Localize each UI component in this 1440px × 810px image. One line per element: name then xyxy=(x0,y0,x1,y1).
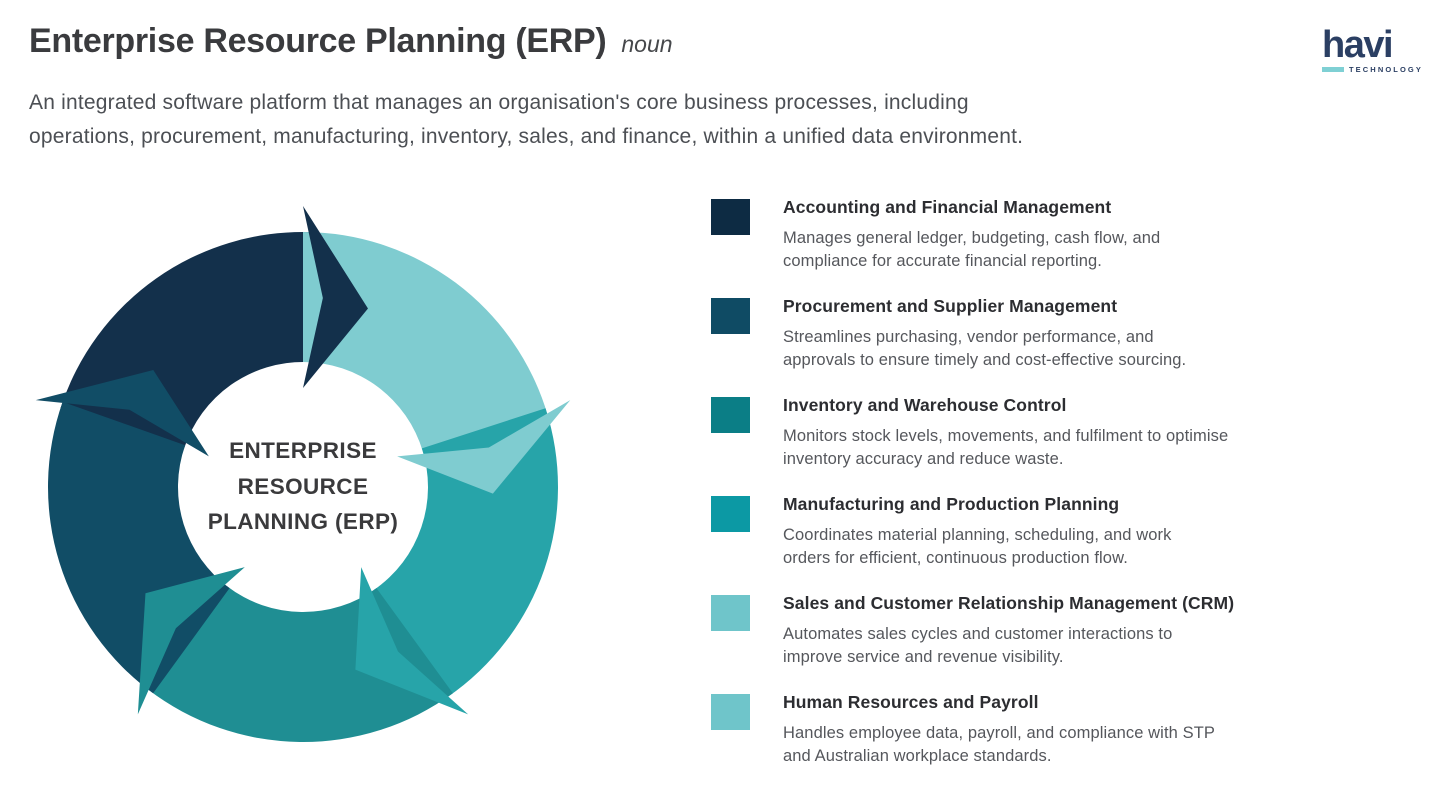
cycle-diagram-svg xyxy=(35,206,571,743)
legend-item: Inventory and Warehouse Control Monitors… xyxy=(711,395,1331,470)
definition-text: An integrated software platform that man… xyxy=(29,91,1024,148)
erp-cycle-diagram: ENTERPRISE RESOURCE PLANNING (ERP) xyxy=(3,187,603,787)
legend-color-swatch xyxy=(711,595,750,631)
legend-item-text: Manufacturing and Production Planning Co… xyxy=(783,494,1331,569)
legend-color-swatch xyxy=(711,298,750,334)
legend-item-text: Sales and Customer Relationship Manageme… xyxy=(783,593,1331,668)
legend-item-title: Manufacturing and Production Planning xyxy=(783,494,1120,514)
legend-item-text: Accounting and Financial Management Mana… xyxy=(783,197,1331,272)
legend-item: Manufacturing and Production Planning Co… xyxy=(711,494,1331,569)
legend-item-description: Automates sales cycles and customer inte… xyxy=(783,625,1173,666)
legend-item-description: Monitors stock levels, movements, and fu… xyxy=(783,427,1229,468)
legend-item-text: Human Resources and Payroll Handles empl… xyxy=(783,692,1331,767)
page-title: Enterprise Resource Planning (ERP) xyxy=(29,22,607,60)
legend-item-title: Sales and Customer Relationship Manageme… xyxy=(783,593,1235,613)
legend-item-title: Procurement and Supplier Management xyxy=(783,296,1118,316)
legend-item: Procurement and Supplier Management Stre… xyxy=(711,296,1331,371)
cycle-center-label: ENTERPRISE RESOURCE PLANNING (ERP) xyxy=(207,438,399,534)
havi-logo: havi TECHNOLOGY xyxy=(1322,24,1421,74)
legend-item: Sales and Customer Relationship Manageme… xyxy=(711,593,1331,668)
legend-color-swatch xyxy=(711,694,750,730)
legend-item-title: Human Resources and Payroll xyxy=(783,692,1039,712)
legend-item-description: Streamlines purchasing, vendor performan… xyxy=(783,328,1187,369)
cycle-arrow-head-procurement xyxy=(35,370,209,457)
header: Enterprise Resource Planning (ERP) noun xyxy=(29,22,673,61)
legend-item-description: Coordinates material planning, schedulin… xyxy=(783,526,1172,567)
legend-item-title: Inventory and Warehouse Control xyxy=(783,395,1067,415)
cycle-arrow-head-manufacturing xyxy=(355,567,469,715)
logo-subline: TECHNOLOGY xyxy=(1322,65,1421,74)
legend-item: Human Resources and Payroll Handles empl… xyxy=(711,692,1331,767)
legend-list: Accounting and Financial Management Mana… xyxy=(711,197,1331,791)
legend-color-swatch xyxy=(711,496,750,532)
legend-item: Accounting and Financial Management Mana… xyxy=(711,197,1331,272)
cycle-arrow-body-sales-hr xyxy=(303,232,548,452)
logo-accent-bar xyxy=(1322,67,1344,72)
cycle-arrow-head-accounting xyxy=(303,206,368,388)
part-of-speech-label: noun xyxy=(621,31,673,57)
cycle-arrow-body-manufacturing xyxy=(373,408,558,698)
cycle-arrow-head-inventory xyxy=(137,567,245,715)
logo-wordmark: havi xyxy=(1322,24,1394,66)
legend-item-text: Procurement and Supplier Management Stre… xyxy=(783,296,1331,371)
legend-item-description: Handles employee data, payroll, and comp… xyxy=(783,724,1215,765)
cycle-arrow-head-sales-hr xyxy=(397,400,571,494)
legend-color-swatch xyxy=(711,199,750,235)
legend-item-title: Accounting and Financial Management xyxy=(783,197,1112,217)
legend-item-text: Inventory and Warehouse Control Monitors… xyxy=(783,395,1331,470)
legend-item-description: Manages general ledger, budgeting, cash … xyxy=(783,229,1161,270)
logo-tagline: TECHNOLOGY xyxy=(1349,65,1423,74)
legend-color-swatch xyxy=(711,397,750,433)
